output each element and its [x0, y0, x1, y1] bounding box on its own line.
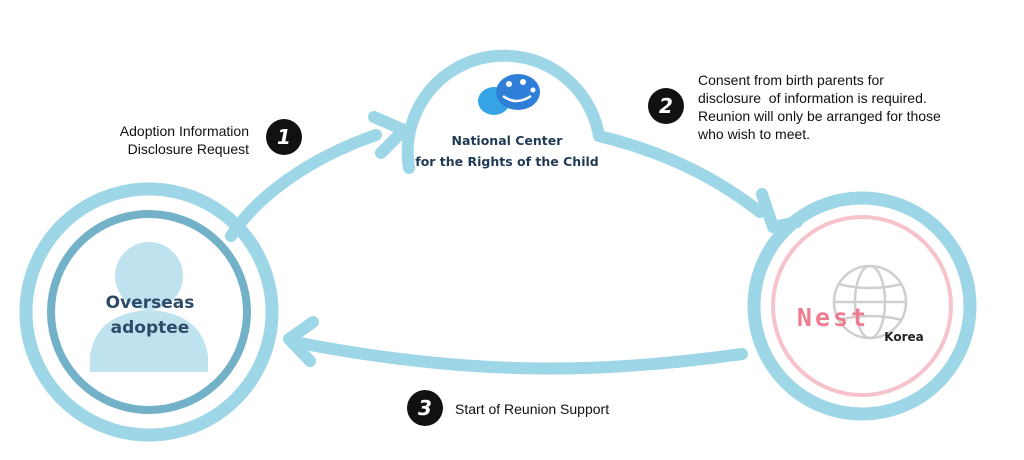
national-center-label-line2: for the Rights of the Child — [415, 154, 599, 169]
step-2-line: Consent from birth parents for — [698, 72, 884, 88]
adoptee-label-line1: Overseas — [105, 293, 195, 313]
national-center-ring-tail — [593, 130, 766, 218]
nest-korea-inner-ring — [771, 215, 953, 397]
nest-logo-sub: Korea — [884, 330, 924, 344]
globe-icon — [832, 264, 908, 340]
national-center-ring — [401, 49, 605, 174]
arrow-step-3-head — [283, 316, 319, 367]
arrow-step-1 — [225, 129, 382, 242]
step-2-line: who wish to meet. — [698, 126, 811, 142]
arrow-step-1-head — [368, 111, 410, 159]
national-center-label: National Center for the Rights of the Ch… — [392, 130, 622, 172]
step-3-badge: 3 — [407, 390, 443, 426]
step-2-text: Consent from birth parents for disclosur… — [698, 71, 941, 143]
step-2-badge: 2 — [648, 88, 684, 124]
step-1-badge: 1 — [266, 119, 302, 155]
arrow-step-2-head — [756, 188, 803, 233]
step-3-text: Start of Reunion Support — [455, 400, 609, 418]
step-2-line: Reunion will only be arranged for those — [698, 108, 941, 124]
person-silhouette-icon — [90, 242, 208, 372]
national-center-label-line1: National Center — [451, 133, 563, 148]
step-1-text: Adoption Information Disclosure Request — [120, 122, 249, 158]
adoptee-label-line2: adoptee — [110, 318, 190, 338]
step-2-line: disclosure of information is required. — [698, 90, 927, 106]
national-center-logo — [478, 74, 540, 115]
step-3-line: Start of Reunion Support — [455, 401, 610, 417]
adoptee-label: Overseas adoptee — [60, 291, 240, 341]
step-1-line: Disclosure Request — [127, 141, 249, 157]
adoptee-inner-ring — [47, 210, 251, 414]
arrow-step-3 — [294, 337, 748, 375]
nest-korea-outer-ring — [747, 191, 977, 421]
adoptee-outer-ring — [19, 182, 279, 442]
nest-logo-word: Nest — [797, 303, 869, 332]
step-1-line: Adoption Information — [119, 123, 249, 139]
